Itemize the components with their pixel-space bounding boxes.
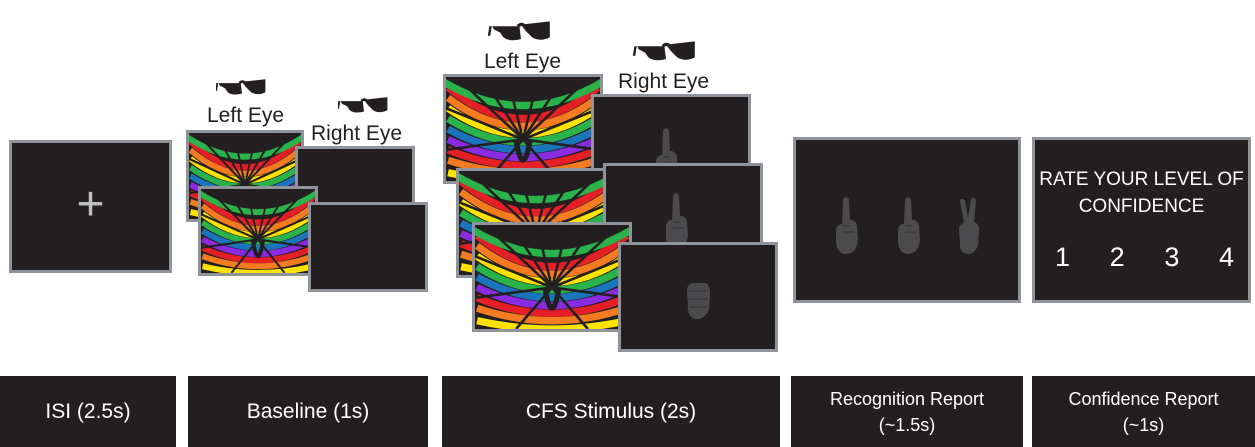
3d-glasses-icon [338,92,390,118]
stage-label-line1: Confidence Report [1068,388,1219,409]
stage-label-cfs: CFS Stimulus (2s) [442,376,780,447]
isi-screen: + [9,140,172,273]
stage-label-baseline: Baseline (1s) [188,376,428,447]
confidence-option-1[interactable]: 1 [1055,242,1071,272]
3d-glasses-icon [483,15,559,47]
stage-label-line1: CFS Stimulus (2s) [525,399,697,423]
stage-label-line1: Recognition Report [829,388,985,409]
right-eye-label: Right Eye [311,122,403,145]
mondrian-mask [472,222,632,332]
hand-gesture-icon [894,196,924,256]
3d-glasses-icon [628,35,704,67]
recognition-screen [793,137,1021,303]
confidence-option-2[interactable]: 2 [1109,242,1125,272]
confidence-screen: RATE YOUR LEVEL OF CONFIDENCE 1 2 3 4 [1032,137,1251,303]
stage-label-line2: (~1.5s) [878,414,936,435]
fixation-cross: + [76,177,105,231]
left-eye-label: Left Eye [207,104,285,127]
hand-gesture-icon [832,196,862,256]
confidence-option-4[interactable]: 4 [1218,242,1234,272]
confidence-question: RATE YOUR LEVEL OF CONFIDENCE [1035,166,1248,220]
stage-label-confidence: Confidence Report (~1s) [1032,376,1255,447]
confidence-question-line1: RATE YOUR LEVEL OF [1039,169,1244,190]
baseline-right-screen [308,202,428,292]
right-eye-label: Right Eye [618,70,710,93]
confidence-question-line2: CONFIDENCE [1078,196,1205,217]
hand-v-gesture-icon [954,196,984,256]
mondrian-mask [198,186,318,276]
cfs-right-screen [618,242,778,352]
3d-glasses-icon [216,74,268,100]
stage-label-isi: ISI (2.5s) [0,376,176,447]
stage-label-line1: ISI (2.5s) [45,399,131,423]
stage-label-line1: Baseline (1s) [246,399,370,423]
confidence-options: 1 2 3 4 [1055,242,1234,273]
fist-icon [683,281,713,321]
stage-label-line2: (~1s) [1122,414,1165,435]
left-eye-label: Left Eye [484,50,562,73]
confidence-option-3[interactable]: 3 [1164,242,1180,272]
stage-label-recognition: Recognition Report (~1.5s) [791,376,1023,447]
